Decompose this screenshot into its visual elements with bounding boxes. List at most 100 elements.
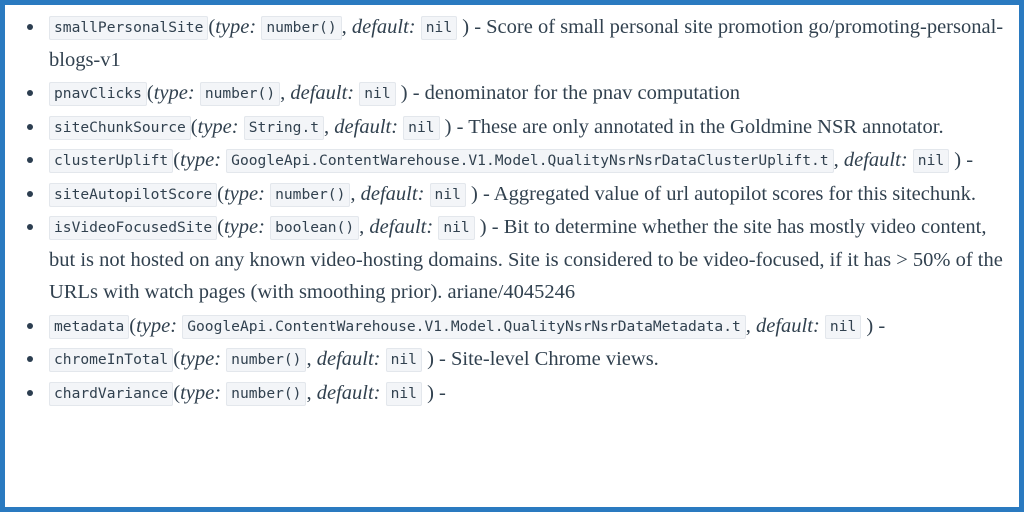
property-name[interactable]: isVideoFocusedSite	[49, 216, 218, 240]
property-default[interactable]: nil	[438, 216, 475, 240]
type-label: type:	[197, 115, 239, 138]
list-item: chardVariance(type: number(), default: n…	[9, 377, 1009, 410]
close-paren: )	[866, 314, 874, 337]
dash: -	[482, 182, 490, 205]
property-description: Aggregated value of url autopilot scores…	[493, 182, 976, 205]
list-item: siteAutopilotScore(type: number(), defau…	[9, 178, 1009, 211]
api-properties-document: smallPersonalSite(type: number(), defaul…	[5, 5, 1019, 507]
bullet-icon	[27, 356, 33, 362]
close-paren: )	[479, 216, 487, 238]
list-item: metadata(type: GoogleApi.ContentWarehous…	[9, 310, 1009, 343]
property-default[interactable]: nil	[429, 182, 466, 207]
list-item: smallPersonalSite(type: number(), defaul…	[9, 11, 1009, 76]
bullet-icon	[27, 190, 33, 197]
property-type[interactable]: number()	[261, 16, 342, 40]
list-item: pnavClicks(type: number(), default: nil …	[9, 77, 1009, 110]
open-paren: (	[146, 82, 154, 104]
open-paren: (	[217, 182, 224, 205]
close-paren: )	[444, 115, 452, 138]
property-description: Score of small personal site promotion g…	[49, 16, 1004, 71]
dash: -	[474, 16, 482, 38]
open-paren: (	[208, 16, 216, 38]
property-name[interactable]: siteAutopilotScore	[49, 182, 218, 207]
default-label: default:	[316, 348, 381, 370]
open-paren: (	[173, 348, 181, 370]
list-item: clusterUplift(type: GoogleApi.ContentWar…	[9, 144, 1009, 177]
property-name[interactable]: clusterUplift	[49, 149, 174, 173]
type-label: type:	[136, 314, 178, 337]
default-label: default:	[360, 182, 425, 205]
property-type[interactable]: number()	[226, 381, 307, 406]
list-item: siteChunkSource(type: String.t, default:…	[9, 111, 1009, 144]
property-default[interactable]: nil	[359, 82, 396, 106]
default-label: default:	[290, 82, 355, 104]
close-paren: )	[400, 82, 408, 104]
open-paren: (	[190, 115, 198, 138]
property-type[interactable]: GoogleApi.ContentWarehouse.V1.Model.Qual…	[226, 149, 834, 173]
comma: ,	[350, 182, 356, 205]
open-paren: (	[173, 381, 181, 404]
property-type[interactable]: number()	[270, 182, 351, 207]
dash: -	[412, 82, 420, 104]
property-default[interactable]: nil	[403, 115, 440, 140]
bullet-icon	[27, 224, 33, 230]
open-paren: (	[217, 216, 224, 238]
property-type[interactable]: boolean()	[270, 216, 360, 240]
default-label: default:	[756, 314, 820, 337]
property-default[interactable]: nil	[824, 314, 862, 339]
comma: ,	[833, 149, 839, 171]
open-paren: (	[173, 149, 181, 171]
property-type[interactable]: number()	[226, 348, 307, 372]
property-default[interactable]: nil	[912, 149, 950, 173]
bullet-icon	[27, 123, 33, 130]
bullet-icon	[27, 322, 33, 329]
default-label: default:	[843, 149, 908, 171]
property-name[interactable]: metadata	[49, 314, 130, 339]
property-default[interactable]: nil	[420, 16, 458, 40]
dash: -	[966, 149, 974, 171]
close-paren: )	[462, 16, 470, 38]
property-default[interactable]: nil	[385, 348, 422, 372]
bullet-icon	[27, 389, 33, 396]
comma: ,	[306, 348, 312, 370]
property-name[interactable]: chardVariance	[49, 381, 174, 406]
property-name[interactable]: chromeInTotal	[49, 348, 174, 372]
bullet-icon	[27, 24, 33, 30]
property-type[interactable]: number()	[199, 82, 281, 106]
type-label: type:	[223, 182, 265, 205]
close-paren: )	[427, 381, 434, 404]
property-list: smallPersonalSite(type: number(), defaul…	[9, 11, 1009, 409]
open-paren: (	[129, 314, 137, 337]
comma: ,	[324, 115, 330, 138]
dash: -	[439, 381, 446, 404]
type-label: type:	[223, 216, 265, 238]
dash: -	[878, 314, 886, 337]
default-label: default:	[334, 115, 399, 138]
property-type[interactable]: String.t	[243, 115, 325, 140]
property-description: Bit to determine whether the site has mo…	[49, 216, 1003, 303]
property-description: These are only annotated in the Goldmine…	[468, 115, 944, 138]
property-default[interactable]: nil	[385, 381, 422, 406]
default-label: default:	[316, 381, 381, 404]
list-item: chromeInTotal(type: number(), default: n…	[9, 343, 1009, 376]
default-label: default:	[369, 216, 434, 238]
close-paren: )	[427, 348, 434, 370]
property-name[interactable]: pnavClicks	[49, 82, 147, 106]
type-label: type:	[180, 149, 222, 171]
bullet-icon	[27, 90, 33, 96]
comma: ,	[280, 82, 286, 104]
comma: ,	[306, 381, 312, 404]
property-name[interactable]: smallPersonalSite	[49, 16, 209, 40]
close-paren: )	[954, 149, 962, 171]
default-label: default:	[351, 16, 416, 38]
type-label: type:	[180, 381, 222, 404]
comma: ,	[341, 16, 347, 38]
property-type[interactable]: GoogleApi.ContentWarehouse.V1.Model.Qual…	[182, 314, 746, 339]
comma: ,	[745, 314, 751, 337]
close-paren: )	[471, 182, 478, 205]
list-item: isVideoFocusedSite(type: boolean(), defa…	[9, 211, 1009, 309]
comma: ,	[359, 216, 365, 238]
property-name[interactable]: siteChunkSource	[49, 115, 191, 140]
type-label: type:	[153, 82, 195, 104]
